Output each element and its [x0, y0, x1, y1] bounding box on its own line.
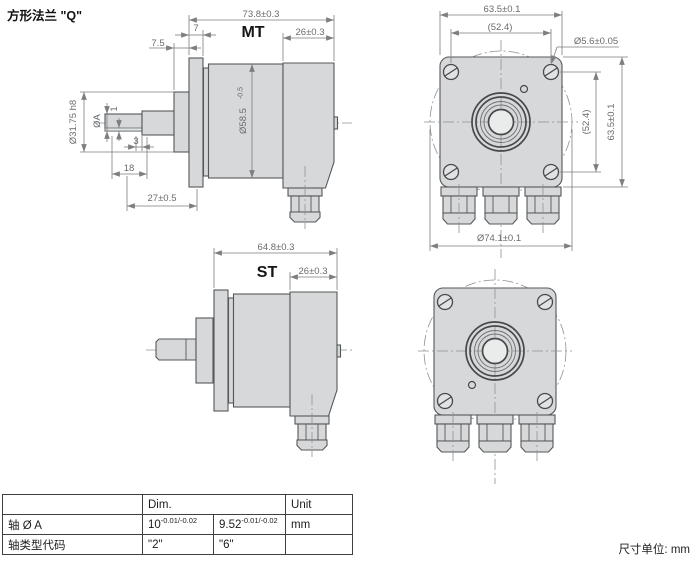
front-view-st — [418, 269, 572, 484]
st-dim-cap-width: 26±0.3 — [299, 266, 328, 277]
mt-dim-pilot-dia: Ø31.75 h8 — [68, 100, 79, 144]
mt-ring-step — [202, 67, 210, 177]
st-encoder-body — [146, 289, 354, 457]
table-row-shaft-code: 轴类型代码 "2" "6" — [2, 534, 354, 555]
mt-dimensions: 73.8±0.3 MT 26±0.3 7 7.5 Ø31.75 h8 ØA 1 … — [68, 9, 335, 211]
front-view-mt: 63.5±0.1 (52.4) Ø5.6±0.05 (52.4) 63.5±0.… — [424, 4, 628, 258]
front-dim-width: 63.5±0.1 — [484, 4, 521, 15]
st-housing — [232, 293, 291, 408]
st-connection-cap — [289, 291, 338, 417]
front-mt-shaft-rings — [471, 92, 531, 152]
header-unit-cell: Unit — [285, 494, 354, 515]
mt-view-label: MT — [241, 24, 264, 41]
front-mt-glands — [440, 184, 562, 233]
st-rear-plug — [336, 344, 342, 358]
mt-dim-shaft-dia: ØA — [92, 113, 103, 127]
front-dim-outer-dia: Ø74.1±0.1 — [477, 233, 521, 244]
header-blank-cell — [2, 494, 143, 515]
mt-dim-body-dia-tol: -0.5 — [238, 87, 245, 99]
mt-dim-front-len: 27±0.5 — [148, 193, 177, 204]
front-mt-screw-holes — [442, 63, 560, 181]
front-st-screw-holes — [436, 293, 554, 410]
st-ring-step — [227, 297, 235, 404]
front-dim-hole-pitch-h: (52.4) — [488, 22, 513, 33]
front-st-pin-hole — [467, 380, 477, 390]
st-flange — [213, 289, 229, 412]
front-dim-hole-pitch-v: (52.4) — [581, 110, 592, 135]
mt-gland-nut — [289, 211, 321, 223]
shaft-dia-label-cell: 轴 Ø A — [2, 514, 143, 535]
shaft-code-unit-cell — [285, 534, 354, 555]
mt-encoder-body — [95, 57, 352, 229]
shaft-code-val2-cell: "6" — [212, 534, 287, 555]
shaft-dia-unit-cell: mm — [285, 514, 354, 535]
page-title: 方形法兰 "Q" — [7, 9, 83, 23]
mt-pilot-boss — [173, 91, 190, 153]
mt-dim-body-dia: Ø58.5 — [238, 108, 249, 134]
table-row-shaft-dia: 轴 Ø A 10-0.01/-0.02 9.52-0.01/-0.02 mm — [2, 514, 354, 535]
front-mt-pin-hole — [519, 84, 529, 94]
mt-dim-flat-depth: 1 — [109, 106, 120, 111]
shaft-code-label-cell: 轴类型代码 — [2, 534, 143, 555]
front-dim-hole-dia: Ø5.6±0.05 — [574, 36, 618, 47]
shaft-code-val1-cell: "2" — [142, 534, 214, 555]
mt-dim-flat-len: 3 — [133, 136, 138, 147]
mt-dim-pilot-length: 7.5 — [151, 38, 164, 49]
st-shaft — [155, 338, 197, 361]
front-st-shaft-rings — [465, 321, 525, 381]
mt-flange — [188, 57, 204, 188]
tolerance-sup: -0.01/-0.02 — [241, 515, 278, 525]
mt-shaft-flat — [104, 127, 143, 132]
technical-drawing: 73.8±0.3 MT 26±0.3 7 7.5 Ø31.75 h8 ØA 1 … — [68, 4, 628, 484]
st-pilot-boss — [195, 317, 214, 384]
mt-dim-shaft-len: 18 — [124, 163, 135, 174]
mt-connection-cap — [282, 62, 335, 189]
unit-note: 尺寸单位: mm — [618, 544, 690, 556]
mt-side-view: 73.8±0.3 MT 26±0.3 7 7.5 Ø31.75 h8 ØA 1 … — [68, 9, 352, 229]
front-mt-dimensions: 63.5±0.1 (52.4) Ø5.6±0.05 (52.4) 63.5±0.… — [429, 4, 628, 251]
mt-dim-flange-width: 7 — [193, 23, 198, 34]
mt-dim-total-length: 73.8±0.3 — [243, 9, 280, 20]
tolerance-sup: -0.01/-0.02 — [160, 515, 198, 525]
table-header-row: Dim. Unit — [2, 494, 354, 515]
shaft-dia-val2-cell: 9.52-0.01/-0.02 — [212, 514, 287, 535]
shaft-dimension-table: Dim. Unit 轴 Ø A 10-0.01/-0.02 9.52-0.01/… — [2, 494, 354, 555]
st-view-label: ST — [257, 264, 278, 281]
header-dim-cell: Dim. — [141, 494, 287, 515]
st-dimensions: 64.8±0.3 ST 26±0.3 — [213, 242, 338, 290]
st-dim-total-length: 64.8±0.3 — [258, 242, 295, 253]
front-st-glands — [434, 412, 556, 461]
front-dim-height: 63.5±0.1 — [606, 104, 617, 141]
mt-shaft — [141, 110, 175, 136]
shaft-dia-val1-cell: 10-0.01/-0.02 — [142, 514, 214, 535]
st-gland-nut — [296, 439, 328, 451]
mt-rear-plug — [333, 116, 339, 130]
mt-dim-cap-width: 26±0.3 — [296, 27, 325, 38]
st-side-view: 64.8±0.3 ST 26±0.3 — [146, 242, 354, 457]
